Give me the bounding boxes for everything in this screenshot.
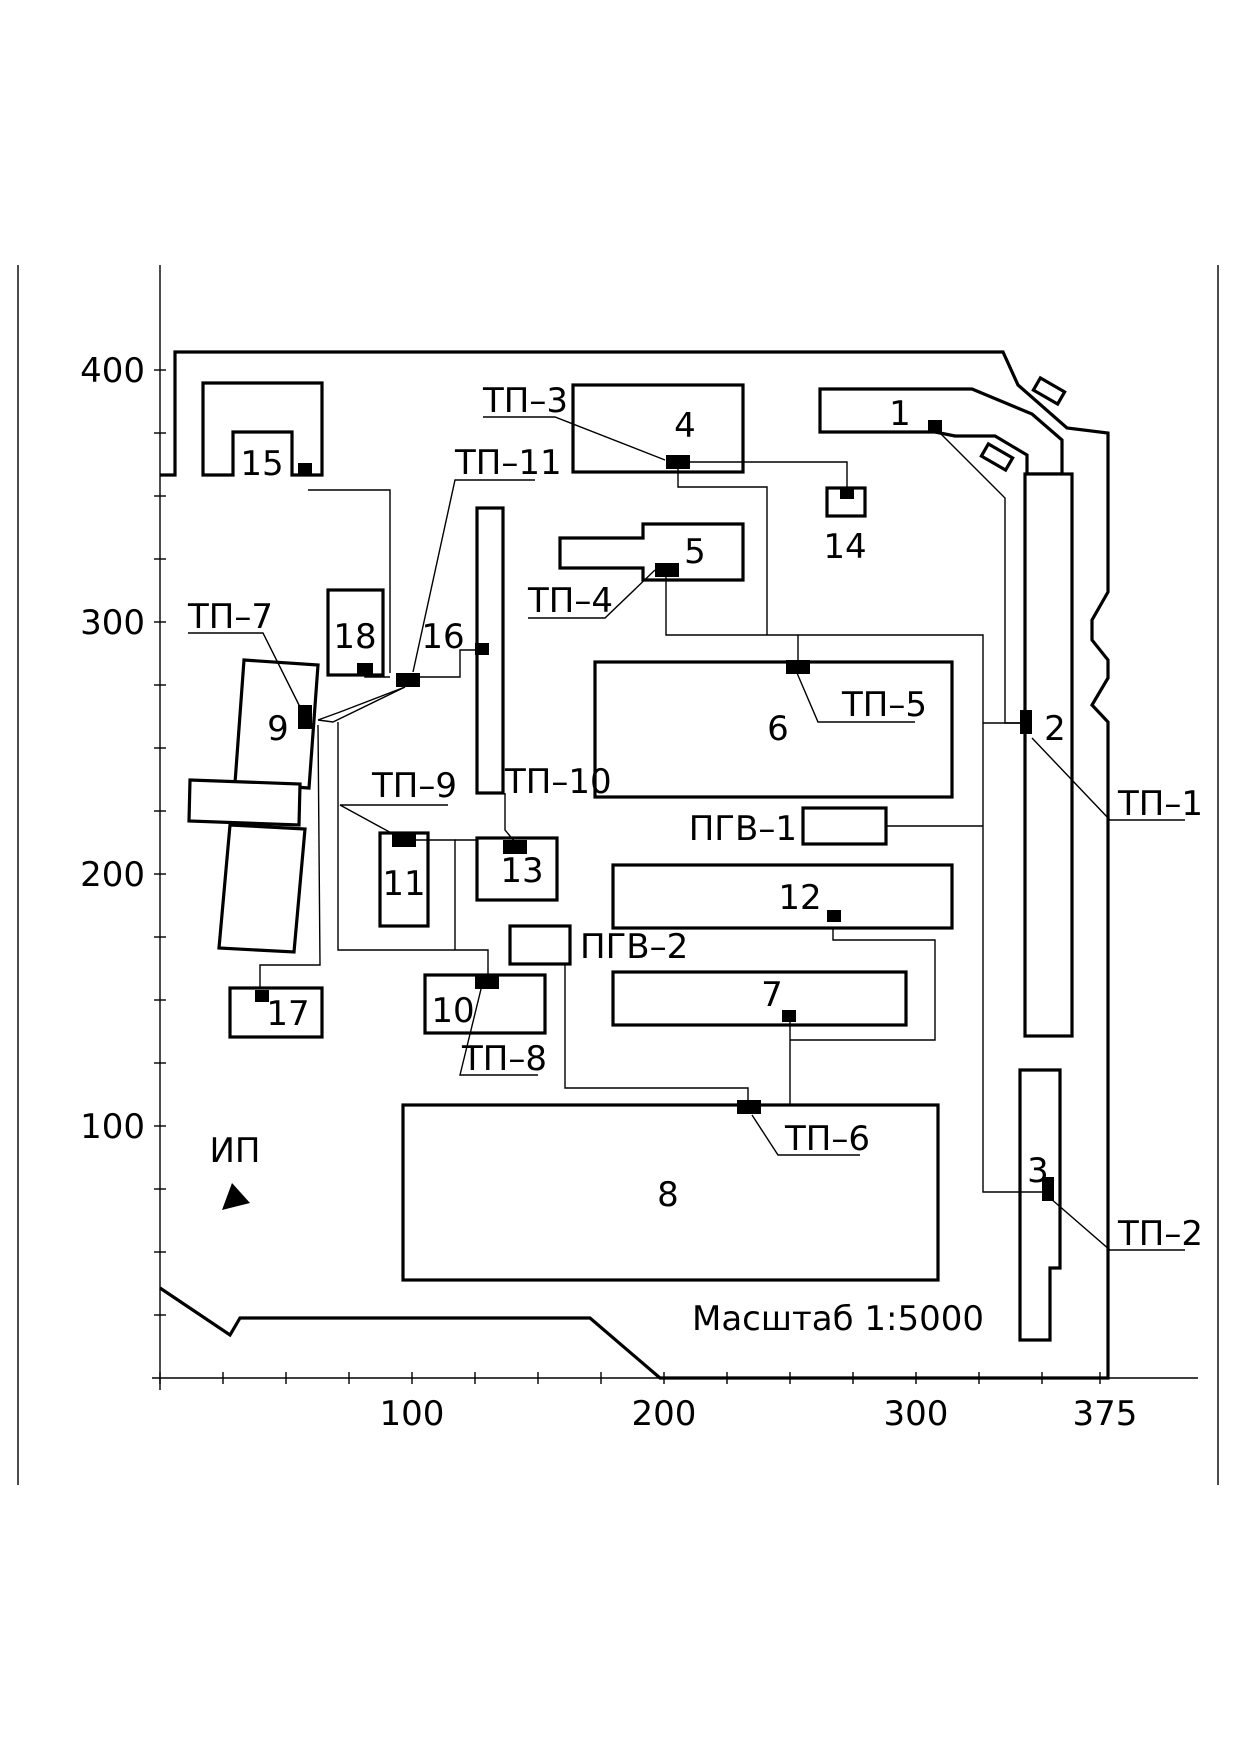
building-15 (201, 381, 324, 477)
power-source-label: ИП (210, 1131, 261, 1171)
tp-2-callout: ТП–2 (1049, 1197, 1203, 1254)
pgv-1 (801, 806, 888, 846)
pgv-1-label: ПГВ–1 (689, 809, 797, 849)
tp-7-callout: ТП–7 (187, 597, 306, 718)
building-9 (187, 658, 320, 954)
building-13-label: 13 (500, 851, 543, 891)
building-1-annex-b (979, 441, 1015, 473)
building-6-label: 6 (767, 709, 789, 749)
cable-network (259, 427, 1050, 1193)
tp-7-label: ТП–7 (187, 597, 273, 637)
building-1-annex-a (1031, 375, 1067, 407)
power-source: ИП (210, 1131, 261, 1210)
building-1-label: 1 (889, 394, 911, 434)
y-tick-label-300: 300 (80, 603, 145, 643)
x-tick-label-200: 200 (632, 1394, 697, 1434)
tp-4-label: ТП–4 (527, 581, 613, 621)
substation-markers (255, 420, 1054, 1201)
building-2-label: 2 (1044, 709, 1066, 749)
building-4 (571, 383, 745, 474)
building-8-label: 8 (657, 1175, 679, 1215)
building-12-label: 12 (778, 878, 821, 918)
building-18 (326, 588, 385, 677)
tp-8-callout: ТП–8 (459, 984, 547, 1079)
tp-3-callout: ТП–3 (482, 381, 666, 461)
building-8 (401, 1103, 940, 1282)
building-12 (611, 863, 954, 930)
pgv-2 (508, 924, 572, 966)
site-boundary (159, 350, 1110, 1380)
tp-4-callout: ТП–4 (527, 569, 656, 621)
tp-6-callout: ТП–6 (751, 1114, 870, 1159)
tp-10-label: ТП–10 (504, 762, 612, 802)
building-14-label: 14 (823, 527, 866, 567)
y-tick-label-100: 100 (80, 1107, 145, 1147)
power-source-icon (222, 1183, 250, 1210)
x-axis: 100 200 300 375 (152, 1372, 1198, 1434)
y-axis: 400 300 200 100 (80, 265, 166, 1390)
scale-label: Масштаб 1:5000 (692, 1299, 984, 1339)
tp-3-label: ТП–3 (482, 381, 568, 421)
building-3 (1018, 1068, 1062, 1342)
building-6 (593, 660, 954, 799)
building-11 (378, 831, 430, 928)
tp-6-label: ТП–6 (784, 1119, 870, 1159)
building-18-label: 18 (333, 617, 376, 657)
tp-9-label: ТП–9 (371, 766, 457, 806)
tp-1-callout: ТП–1 (1031, 737, 1203, 824)
building-5-label: 5 (684, 532, 706, 572)
building-10-label: 10 (431, 991, 474, 1031)
tp-10-callout: ТП–10 (504, 762, 612, 849)
building-17-label: 17 (266, 994, 309, 1034)
x-tick-label-375: 375 (1073, 1394, 1138, 1434)
tp-11-callout: ТП–11 (412, 443, 562, 673)
tp-9-callout: ТП–9 (339, 766, 457, 836)
y-tick-label-200: 200 (80, 855, 145, 895)
tp-2-label: ТП–2 (1117, 1214, 1203, 1254)
tp-5-callout: ТП–5 (796, 672, 927, 725)
building-9-label: 9 (267, 709, 289, 749)
y-axis-ticks (154, 369, 166, 1316)
building-17 (228, 986, 324, 1039)
tp-1-label: ТП–1 (1117, 784, 1203, 824)
y-tick-label-400: 400 (80, 351, 145, 391)
tp-5-label: ТП–5 (841, 685, 927, 725)
building-11-label: 11 (382, 864, 425, 904)
tp-8-label: ТП–8 (461, 1039, 547, 1079)
building-4-label: 4 (674, 406, 696, 446)
building-7 (611, 970, 908, 1027)
pgv-2-label: ПГВ–2 (580, 927, 688, 967)
building-15-label: 15 (240, 444, 283, 484)
building-16-label: 16 (421, 617, 464, 657)
building-5 (558, 522, 745, 582)
building-7-label: 7 (761, 975, 783, 1015)
tp-11-label: ТП–11 (454, 443, 562, 483)
x-tick-label-300: 300 (884, 1394, 949, 1434)
x-tick-label-100: 100 (380, 1394, 445, 1434)
